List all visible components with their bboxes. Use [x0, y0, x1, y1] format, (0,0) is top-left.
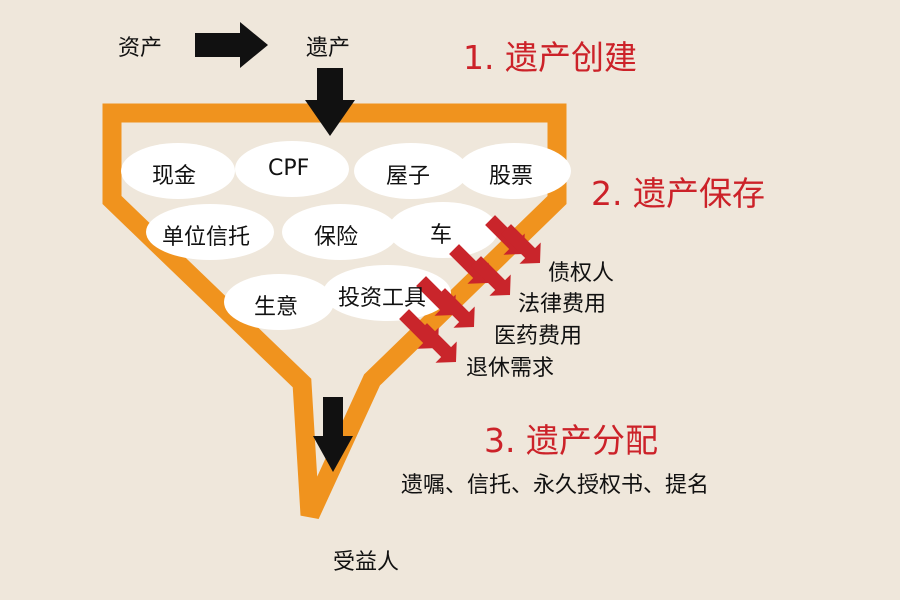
assets-to-legacy-arrow [195, 22, 268, 68]
asset-oval-business [224, 274, 334, 330]
stage-title-creation: 1. 遗产创建 [463, 38, 637, 77]
asset-label-stocks: 股票 [489, 164, 534, 189]
legacy-into-funnel-arrow [305, 68, 355, 136]
leak-arrow-creditors-b [501, 224, 541, 264]
asset-label-house: 屋子 [386, 164, 431, 189]
leak-arrow-legal-fees-a [449, 244, 489, 284]
asset-label-car: 车 [430, 223, 453, 248]
asset-label-investment: 投资工具 [338, 286, 427, 311]
leak-arrow-legal-fees-b [471, 256, 511, 296]
stage-title-preservation: 2. 遗产保存 [591, 174, 765, 213]
asset-oval-cpf [235, 141, 349, 197]
asset-label-business: 生意 [254, 295, 299, 320]
asset-oval-car [388, 202, 498, 258]
leakage-label-retirement: 退休需求 [466, 356, 555, 381]
asset-oval-house [354, 143, 468, 199]
asset-label-cash: 现金 [152, 164, 197, 189]
leak-arrow-medical-fees-b [435, 288, 475, 328]
funnel-neck-arrow [313, 397, 353, 472]
leakage-label-creditors: 债权人 [548, 261, 615, 286]
leakage-label-medical-fees: 医药费用 [494, 324, 583, 349]
legacy-label: 遗产 [306, 36, 351, 61]
beneficiary-label: 受益人 [333, 550, 400, 575]
asset-oval-stocks [457, 143, 571, 199]
assets-label: 资产 [118, 36, 163, 61]
asset-oval-investment [323, 265, 451, 321]
leakage-label-legal-fees: 法律费用 [518, 292, 607, 317]
asset-label-cpf: CPF [268, 156, 310, 181]
asset-label-insurance: 保险 [314, 225, 359, 250]
asset-label-unit-trust: 单位信托 [162, 225, 251, 250]
stage-title-distribution: 3. 遗产分配 [484, 421, 658, 460]
asset-oval-unit-trust [146, 204, 274, 260]
distribution-tools-text: 遗嘱、信托、永久授权书、提名 [401, 473, 710, 498]
leak-arrow-retirement-b [417, 323, 457, 363]
asset-oval-insurance [282, 204, 398, 260]
asset-oval-cash [121, 143, 235, 199]
